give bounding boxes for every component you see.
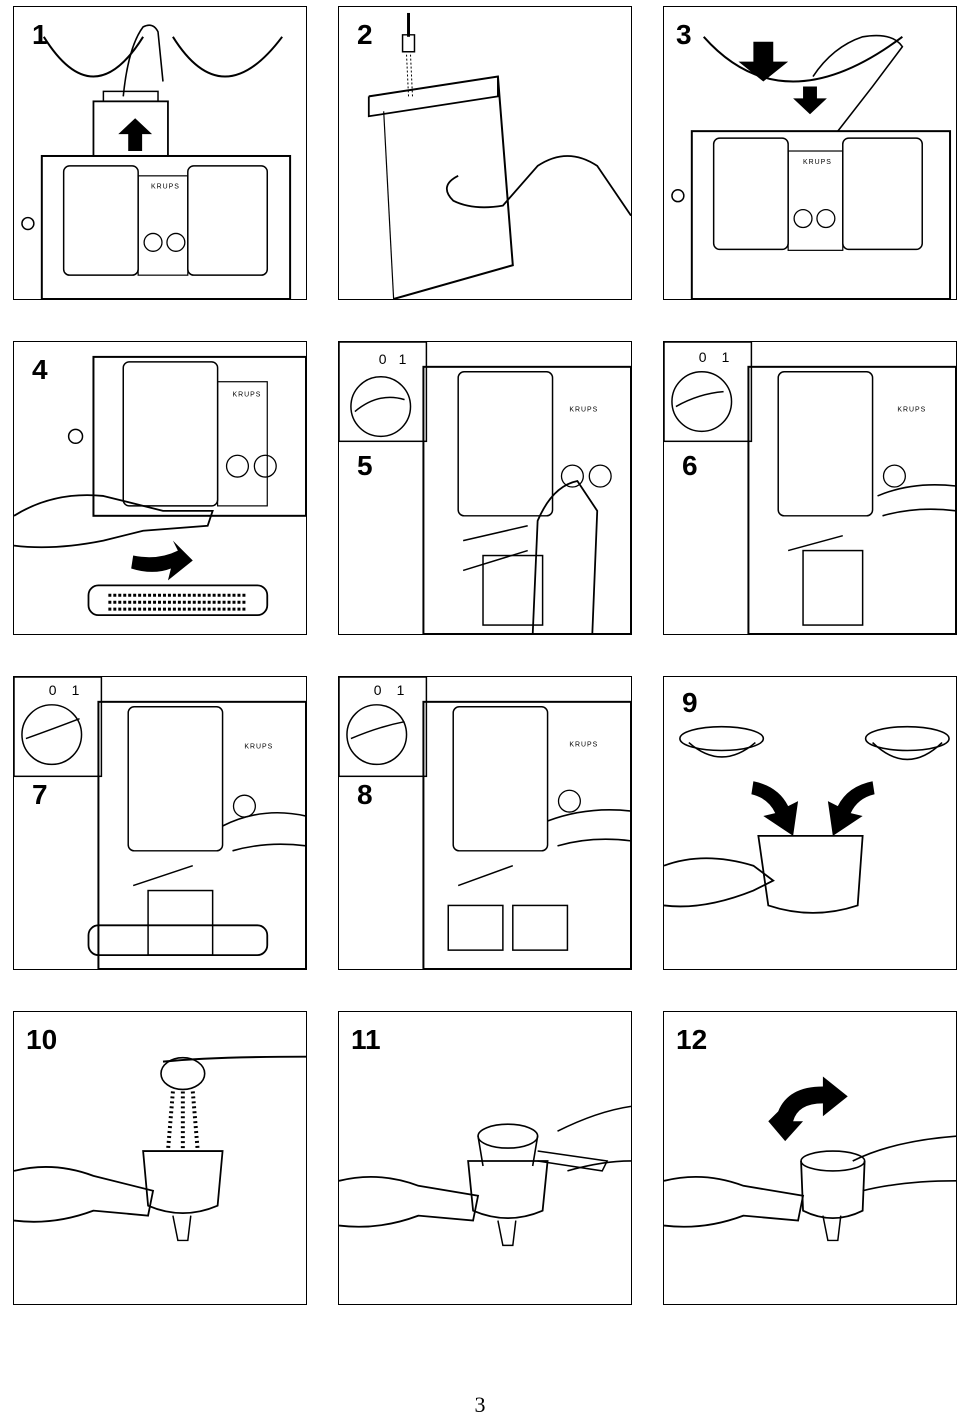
step-panel-1: 1 KRUPS [13, 6, 307, 300]
step-number: 2 [357, 19, 373, 50]
step-number: 6 [682, 450, 698, 481]
step-panel-7: 7 0 1 KRUPS [13, 676, 307, 970]
dial-off-mark: 0 [699, 349, 707, 365]
step-number: 4 [32, 354, 48, 385]
step-panel-11: 11 [338, 1011, 632, 1305]
step-number: 11 [351, 1024, 381, 1055]
brand-logo: KRUPS [803, 159, 832, 166]
illustration-add-ground-coffee [14, 1055, 306, 1242]
step-panel-2: 2 [338, 6, 632, 300]
illustration-remove-water-tank: KRUPS [21, 24, 292, 299]
dial-on-mark: 1 [399, 351, 407, 367]
illustration-turn-dial-on: 0 1 KRUPS [339, 342, 631, 634]
step-panel-5: 5 0 1 KRUPS [338, 341, 632, 635]
dial-on-mark: 1 [722, 349, 730, 365]
brand-logo: KRUPS [151, 184, 180, 191]
step-panel-10: 10 [13, 1011, 307, 1305]
illustration-tamp-coffee [339, 1105, 631, 1247]
dial-on-mark: 1 [397, 682, 405, 698]
brand-logo: KRUPS [233, 392, 262, 399]
step-number: 7 [32, 779, 48, 810]
dial-off-mark: 0 [49, 682, 57, 698]
dial-on-mark: 1 [72, 682, 80, 698]
step-panel-8: 8 0 1 KRUPS [338, 676, 632, 970]
step-number: 1 [32, 19, 48, 50]
brand-logo: KRUPS [897, 407, 926, 414]
step-number: 3 [676, 19, 692, 50]
illustration-attach-filter-holder [664, 1076, 956, 1242]
step-panel-3: 3 KRUPS [663, 6, 957, 300]
illustration-dial-position-two-cups: 0 1 KRUPS [339, 677, 631, 969]
illustration-dial-position-cup-mug: 0 1 KRUPS [14, 677, 306, 969]
brand-logo: KRUPS [244, 744, 273, 751]
step-panel-9: 9 [663, 676, 957, 970]
step-panel-6: 6 0 1 KRUPS [663, 341, 957, 635]
illustration-dial-position-cup-single: 0 1 KRUPS [664, 342, 956, 634]
step-number: 12 [676, 1024, 708, 1055]
step-number: 8 [357, 779, 373, 810]
illustration-choose-filter-insert [664, 725, 950, 914]
page-number: 3 [474, 1392, 486, 1417]
brand-logo: KRUPS [569, 742, 598, 749]
step-number: 5 [357, 450, 373, 481]
step-number: 10 [26, 1024, 58, 1055]
illustration-remove-filter-holder: KRUPS [14, 355, 306, 617]
dial-off-mark: 0 [374, 682, 382, 698]
step-number: 9 [682, 687, 698, 718]
step-panel-12: 12 [663, 1011, 957, 1305]
illustration-insert-tank-and-close-lid: KRUPS [671, 34, 952, 299]
illustration-fill-water-tank [367, 12, 631, 299]
step-panel-4: 4 KRUPS [13, 341, 307, 635]
dial-off-mark: 0 [379, 351, 387, 367]
brand-logo: KRUPS [569, 407, 598, 414]
